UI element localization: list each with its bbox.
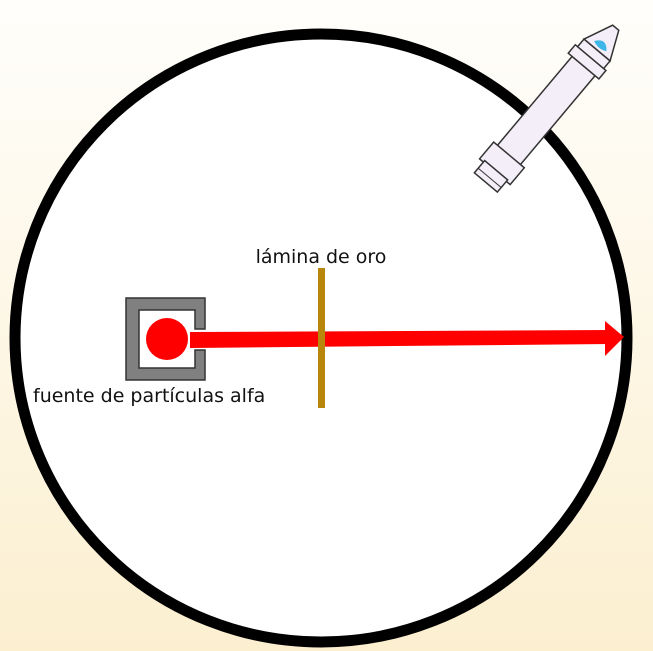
microscope-icon xyxy=(473,24,620,194)
alpha-source-icon xyxy=(125,297,206,381)
source-label: fuente de partículas alfa xyxy=(33,385,265,407)
microscope-lens xyxy=(594,40,607,52)
radioactive-sample xyxy=(146,318,188,360)
beam-arrowhead xyxy=(605,321,624,356)
gold-foil xyxy=(318,268,325,408)
foil-label: lámina de oro xyxy=(256,246,387,268)
source-housing xyxy=(125,297,206,381)
beam-shaft xyxy=(190,330,610,348)
alpha-beam xyxy=(190,321,624,356)
